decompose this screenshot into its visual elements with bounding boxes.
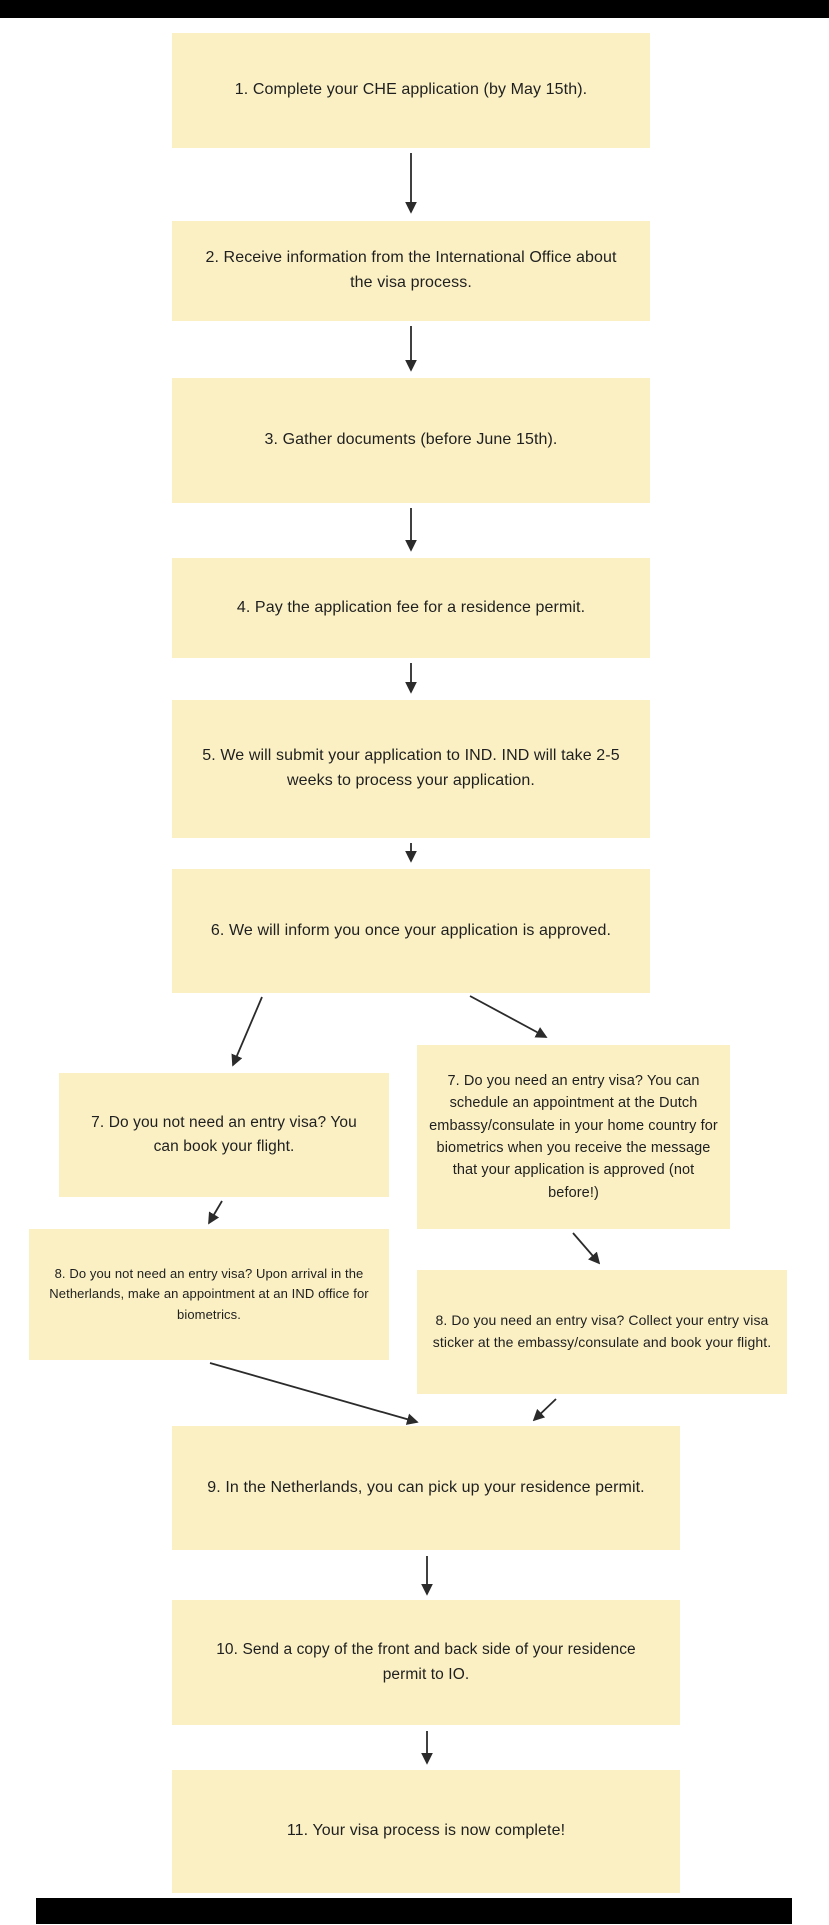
- step-8-no-visa-box: 8. Do you not need an entry visa? Upon a…: [29, 1229, 389, 1360]
- step-8-visa-text: 8. Do you need an entry visa? Collect yo…: [432, 1312, 772, 1350]
- arrow-step8-no-visa-step9: [209, 1362, 419, 1425]
- step-10-text: 10. Send a copy of the front and back si…: [216, 1641, 636, 1683]
- arrow-step6-step7-no-visa: [231, 996, 263, 1067]
- step-9-text: 9. In the Netherlands, you can pick up y…: [207, 1478, 645, 1496]
- step-6-text: 6. We will inform you once your applicat…: [210, 921, 612, 939]
- step-5-text: 5. We will submit your application to IN…: [202, 747, 620, 789]
- arrow-step7-step8-no-visa: [208, 1200, 223, 1225]
- step-8-visa-box: 8. Do you need an entry visa? Collect yo…: [417, 1270, 787, 1394]
- step-4-box: 4. Pay the application fee for a residen…: [172, 558, 650, 658]
- step-7-visa-box: 7. Do you need an entry visa? You can sc…: [417, 1045, 730, 1229]
- step-3-text: 3. Gather documents (before June 15th).: [264, 431, 558, 449]
- step-9-box: 9. In the Netherlands, you can pick up y…: [172, 1426, 680, 1550]
- step-11-text: 11. Your visa process is now complete!: [286, 1822, 566, 1840]
- step-8-no-visa-text: 8. Do you not need an entry visa? Upon a…: [49, 1266, 369, 1322]
- arrow-step8-visa-step9: [532, 1398, 557, 1422]
- step-2-text: 2. Receive information from the Internat…: [205, 249, 617, 291]
- arrow-step7-step8-visa: [572, 1232, 601, 1265]
- step-7-visa-text: 7. Do you need an entry visa? You can sc…: [429, 1072, 718, 1201]
- step-5-box: 5. We will submit your application to IN…: [172, 700, 650, 838]
- step-11-box: 11. Your visa process is now complete!: [172, 1770, 680, 1893]
- step-1-text: 1. Complete your CHE application (by May…: [234, 81, 588, 99]
- step-7-no-visa-box: 7. Do you not need an entry visa? You ca…: [59, 1073, 389, 1197]
- arrow-step6-step7-visa: [469, 995, 548, 1038]
- step-2-box: 2. Receive information from the Internat…: [172, 221, 650, 321]
- step-7-no-visa-text: 7. Do you not need an entry visa? You ca…: [91, 1113, 357, 1155]
- top-black-bar: [0, 0, 829, 18]
- step-10-box: 10. Send a copy of the front and back si…: [172, 1600, 680, 1725]
- step-4-text: 4. Pay the application fee for a residen…: [236, 598, 586, 616]
- step-6-box: 6. We will inform you once your applicat…: [172, 869, 650, 993]
- bottom-black-bar: [36, 1898, 792, 1924]
- step-3-box: 3. Gather documents (before June 15th).: [172, 378, 650, 503]
- step-1-box: 1. Complete your CHE application (by May…: [172, 33, 650, 148]
